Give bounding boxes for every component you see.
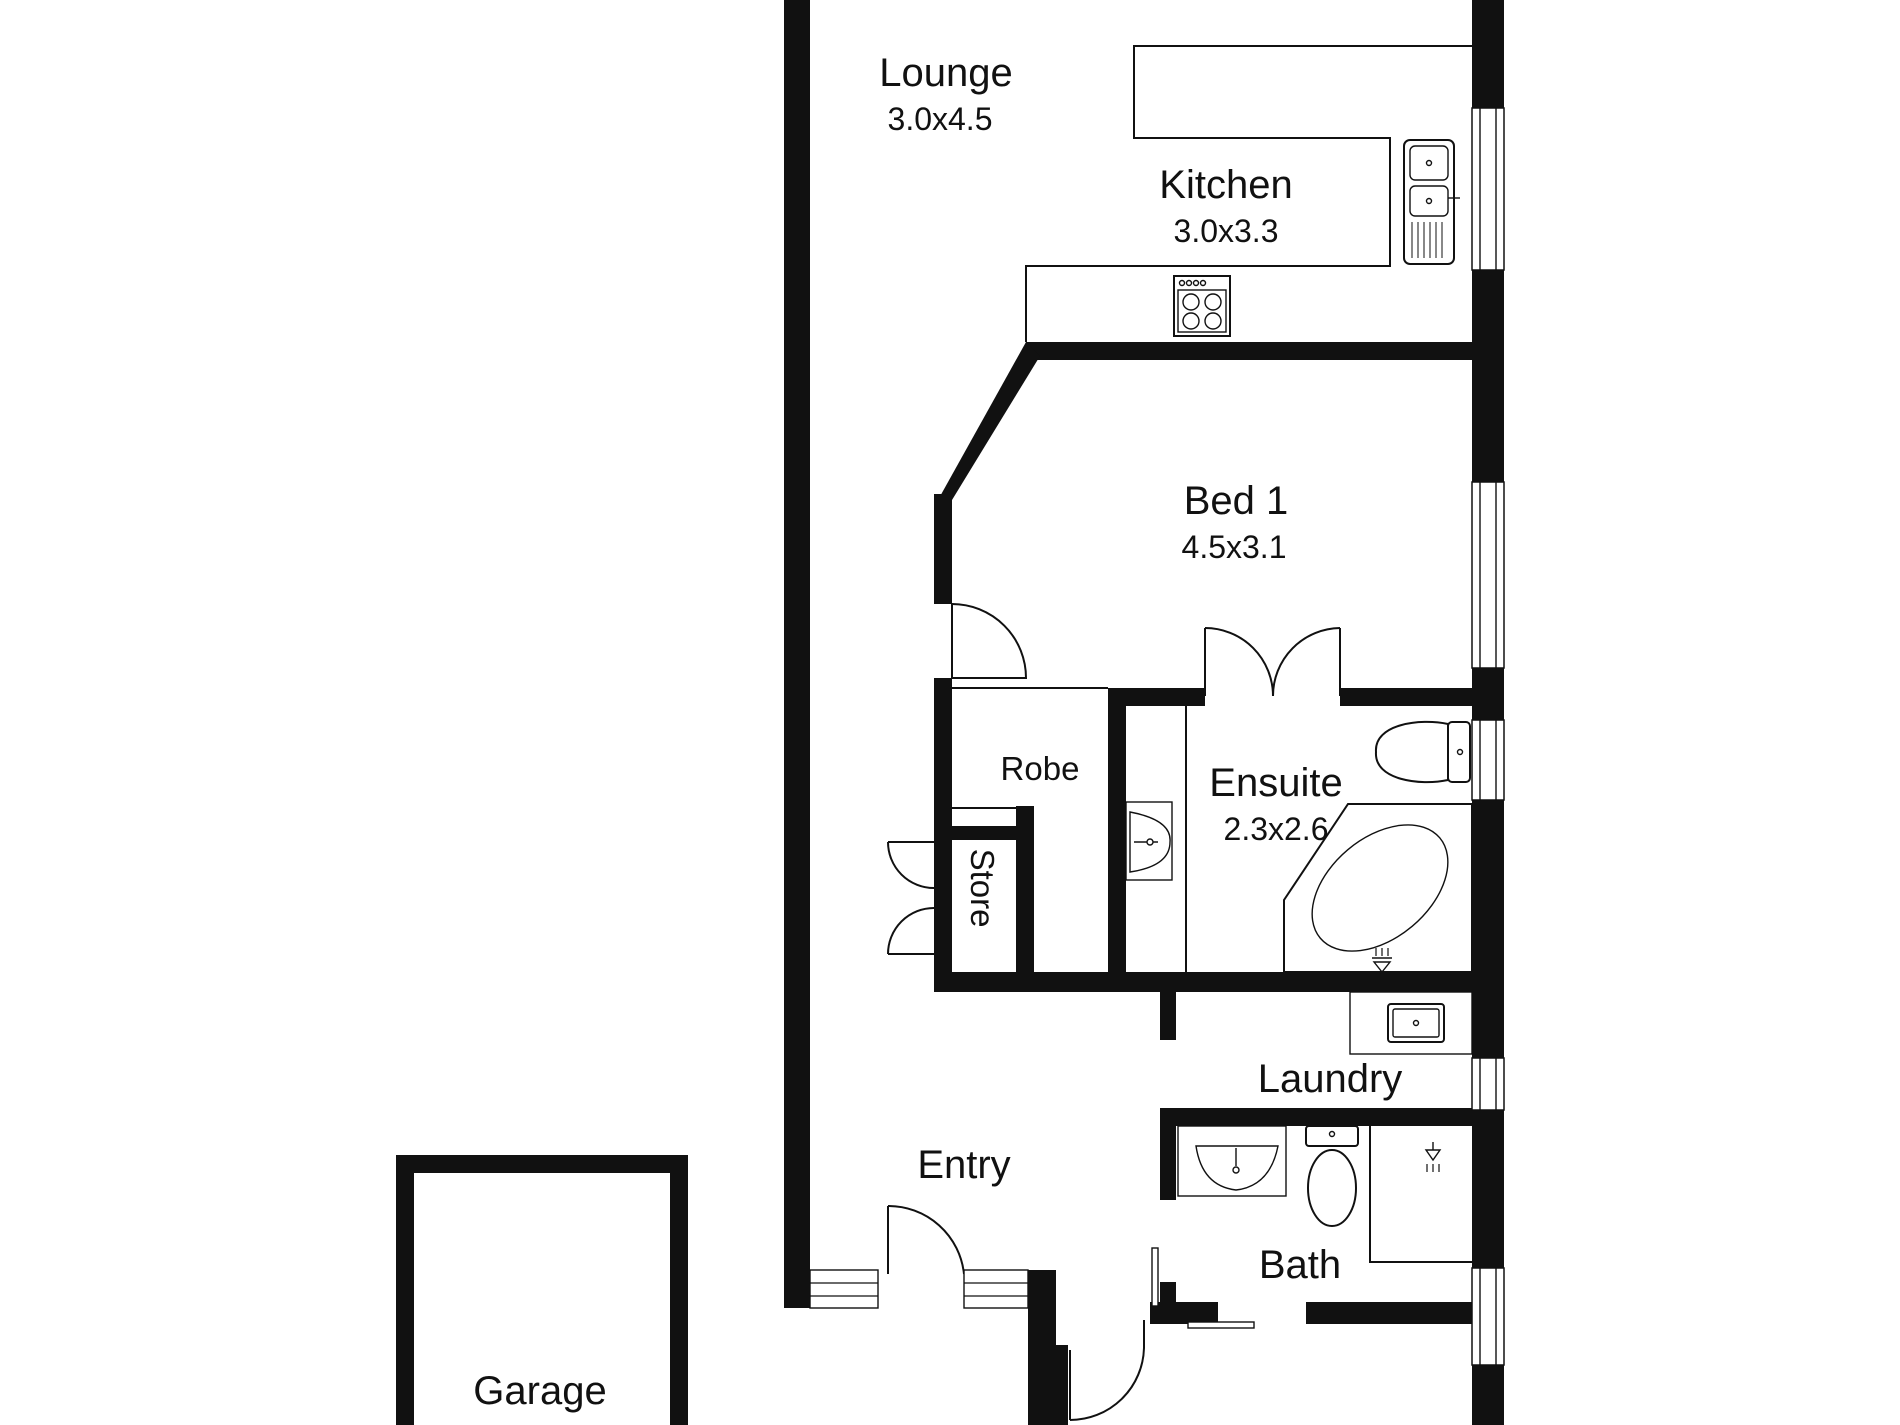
kitchen-counters <box>1025 45 1472 342</box>
bed1-label: Bed 1 <box>1184 479 1289 523</box>
cooktop <box>1173 275 1231 337</box>
lounge-label: Lounge <box>879 51 1012 95</box>
bath-fixtures <box>1177 1125 1474 1263</box>
store-label: Store <box>964 849 1001 928</box>
kitchen-sink <box>1403 139 1460 265</box>
ensuite-dimensions: 2.3x2.6 <box>1224 811 1329 847</box>
entry-label: Entry <box>917 1143 1010 1187</box>
laundry-label: Laundry <box>1258 1057 1403 1101</box>
robe-label: Robe <box>1001 750 1080 787</box>
laundry-tub <box>1349 991 1473 1055</box>
lounge-dimensions: 3.0x4.5 <box>888 101 993 137</box>
bed1-dimensions: 4.5x3.1 <box>1182 529 1287 565</box>
walls <box>396 0 1504 1425</box>
robe-shelving <box>952 687 1108 972</box>
doors <box>887 603 1341 1421</box>
kitchen-label: Kitchen <box>1159 163 1292 207</box>
room-labels: Lounge 3.0x4.5 Kitchen 3.0x3.3 Bed 1 4.5… <box>473 51 1402 1413</box>
ensuite-label: Ensuite <box>1209 761 1342 805</box>
bath-label: Bath <box>1259 1243 1341 1287</box>
garage-label: Garage <box>473 1369 606 1413</box>
entry-steps <box>809 1269 1029 1309</box>
ensuite-fixtures <box>1125 706 1473 974</box>
windows <box>1471 107 1505 1366</box>
kitchen-dimensions: 3.0x3.3 <box>1174 213 1279 249</box>
